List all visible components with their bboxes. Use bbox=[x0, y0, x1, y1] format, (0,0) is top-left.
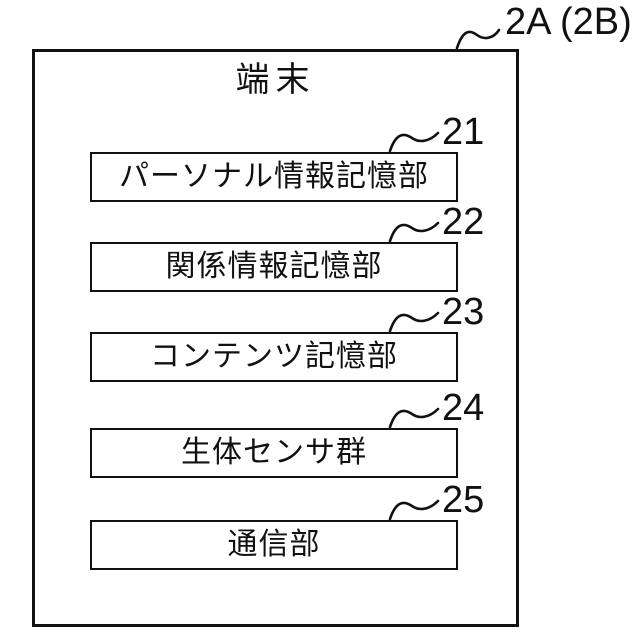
block-label: 通信部 bbox=[227, 528, 321, 561]
block-bio-sensor-group: 生体センサ群 bbox=[90, 428, 458, 478]
leader-tilde-icon bbox=[388, 407, 440, 428]
terminal-title: 端末 bbox=[235, 61, 316, 99]
leader-tilde-icon bbox=[388, 311, 440, 332]
ref-number: 25 bbox=[442, 479, 485, 521]
ref-label-21: 21 bbox=[388, 112, 528, 152]
leader-tilde-icon bbox=[388, 131, 440, 152]
block-label: コンテンツ記憶部 bbox=[150, 340, 398, 373]
figure-ref-2a: 2A (2B) bbox=[455, 2, 640, 49]
leader-tilde-icon bbox=[388, 221, 440, 242]
ref-number: 21 bbox=[442, 111, 485, 153]
block-label: 関係情報記憶部 bbox=[165, 250, 383, 283]
ref-number: 23 bbox=[442, 291, 485, 333]
leader-tilde-icon bbox=[388, 499, 440, 520]
ref-label-22: 22 bbox=[388, 202, 528, 242]
block-label: 生体センサ群 bbox=[181, 436, 367, 469]
block-communication-unit: 通信部 bbox=[90, 520, 458, 570]
leader-tilde-icon bbox=[455, 28, 501, 49]
ref-label-25: 25 bbox=[388, 480, 528, 520]
ref-label-23: 23 bbox=[388, 292, 528, 332]
block-label: パーソナル情報記憶部 bbox=[119, 160, 429, 193]
ref-label-24: 24 bbox=[388, 388, 528, 428]
ref-number: 24 bbox=[442, 387, 485, 429]
block-relation-info-storage: 関係情報記憶部 bbox=[90, 242, 458, 292]
block-content-storage: コンテンツ記憶部 bbox=[90, 332, 458, 382]
figure-ref-label: 2A (2B) bbox=[505, 1, 632, 43]
block-personal-info-storage: パーソナル情報記憶部 bbox=[90, 152, 458, 202]
ref-number: 22 bbox=[442, 201, 485, 243]
